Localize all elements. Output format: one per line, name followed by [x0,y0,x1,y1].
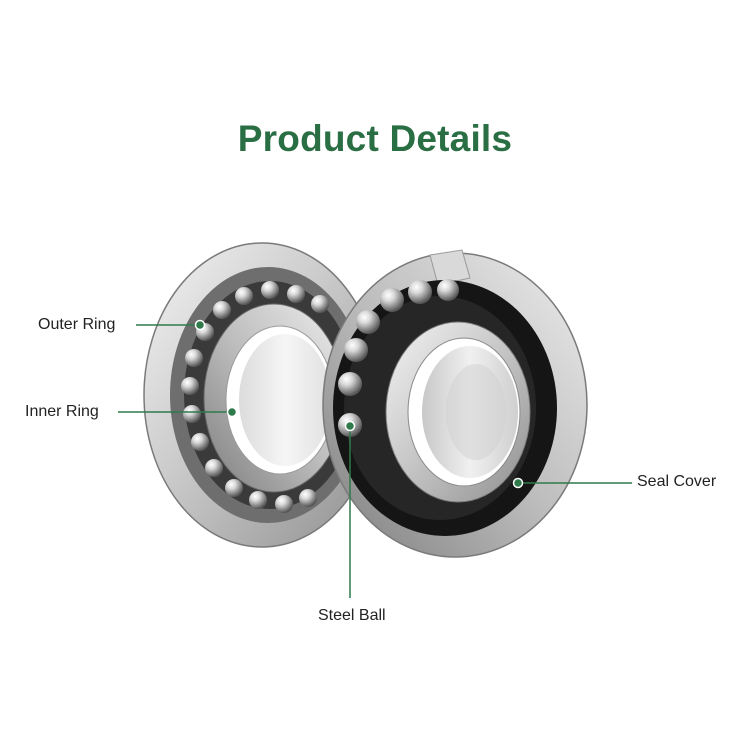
callout-lines [118,319,632,598]
inner-ring-label: Inner Ring [25,403,99,420]
steel-ball-label: Steel Ball [318,607,386,624]
seal-cover-marker [512,477,524,489]
inner-ring-marker [226,406,238,418]
right-bearing [322,249,588,558]
outer-ring-marker [194,319,206,331]
seal-cover-label: Seal Cover [637,473,717,490]
page-title: Product Details [237,118,513,159]
left-steel-balls [181,281,329,513]
left-bearing [143,242,381,548]
right-steel-balls [338,279,459,437]
steel-ball-marker [344,420,356,432]
outer-ring-label: Outer Ring [38,316,116,333]
